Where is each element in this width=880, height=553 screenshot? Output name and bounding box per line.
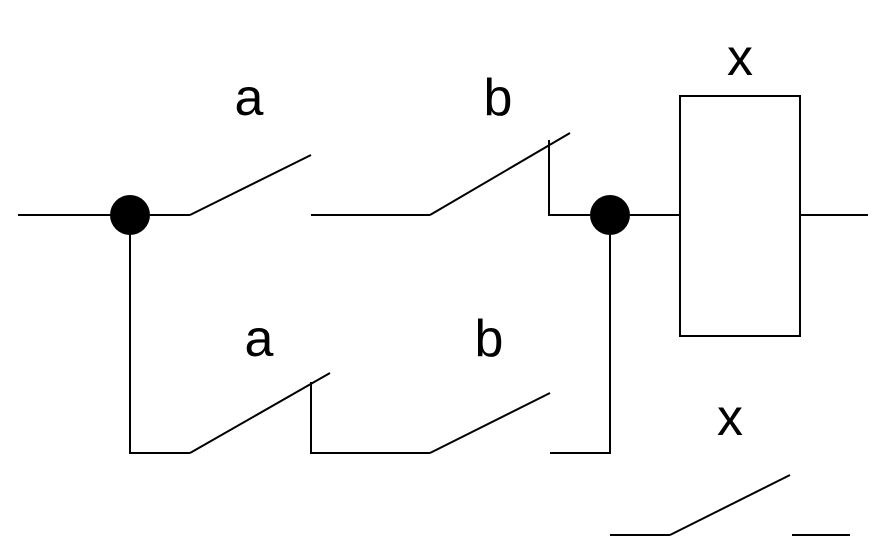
- bottom-branch-left-wire: [129, 235, 190, 454]
- bottom-contact-b: [429, 392, 551, 454]
- hold-contact-x: [610, 474, 850, 536]
- bottom-branch-right-wire: [550, 235, 611, 454]
- coil-x-label: x: [727, 29, 753, 87]
- top-contact-b-label: b: [484, 69, 513, 127]
- hold-contact-x-label: x: [717, 389, 743, 447]
- bottom-contact-a-label: a: [245, 310, 274, 368]
- bottom-contact-a: [189, 372, 430, 454]
- coil-x: [679, 95, 801, 337]
- top-contact-a-label: a: [235, 69, 264, 127]
- right-junction-node: [590, 195, 630, 235]
- top-contact-b: [311, 132, 590, 216]
- left-junction-node: [110, 195, 150, 235]
- top-contact-a: [150, 154, 312, 216]
- bottom-contact-b-label: b: [475, 310, 504, 368]
